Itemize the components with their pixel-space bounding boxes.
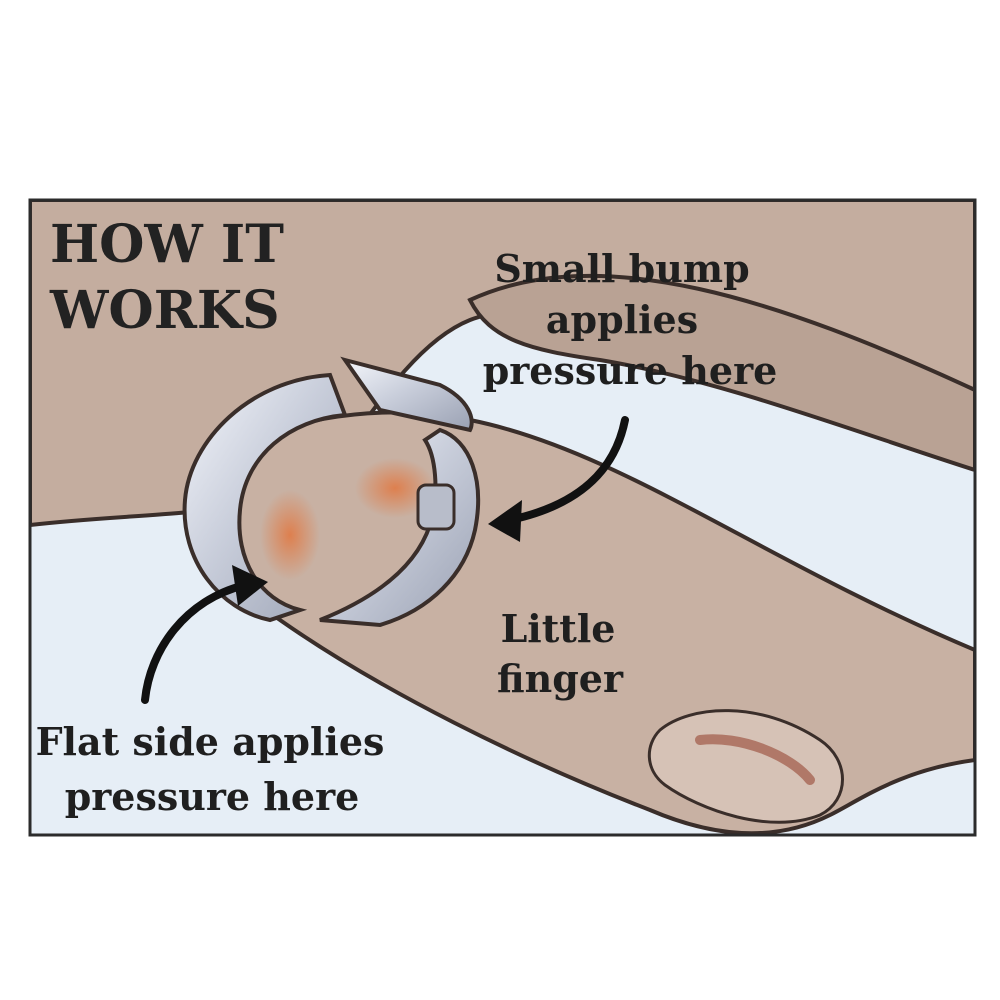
callout-finger-line-1: Little bbox=[501, 606, 616, 651]
ring-bump bbox=[416, 483, 456, 531]
pressure-point-flat bbox=[260, 490, 320, 580]
fingernail-tip bbox=[695, 734, 815, 785]
title-line-2: WORKS bbox=[49, 280, 280, 341]
ring-finger-shape bbox=[467, 273, 975, 473]
panel-border bbox=[28, 198, 977, 837]
ring bbox=[182, 356, 480, 628]
callout-finger-line-2: finger bbox=[497, 656, 624, 701]
callout-flat-line-1: Flat side applies bbox=[36, 719, 385, 764]
illustration-panel bbox=[30, 200, 975, 835]
pressure-point-bump bbox=[355, 458, 435, 518]
arrow-flat bbox=[141, 581, 249, 704]
callout-bump-line-3: pressure here bbox=[483, 348, 778, 393]
ring-outer-band bbox=[182, 372, 348, 623]
arrow-bump bbox=[506, 416, 629, 524]
arrow-flat-head bbox=[232, 565, 268, 606]
callout-bump-line-2: applies bbox=[546, 297, 698, 342]
arrow-bump-head bbox=[488, 500, 522, 542]
callout-flat-line-2: pressure here bbox=[65, 774, 360, 819]
title-line-1: HOW IT bbox=[50, 214, 284, 275]
callout-bump-line-1: Small bump bbox=[494, 246, 749, 291]
ring-top-band bbox=[340, 356, 474, 433]
